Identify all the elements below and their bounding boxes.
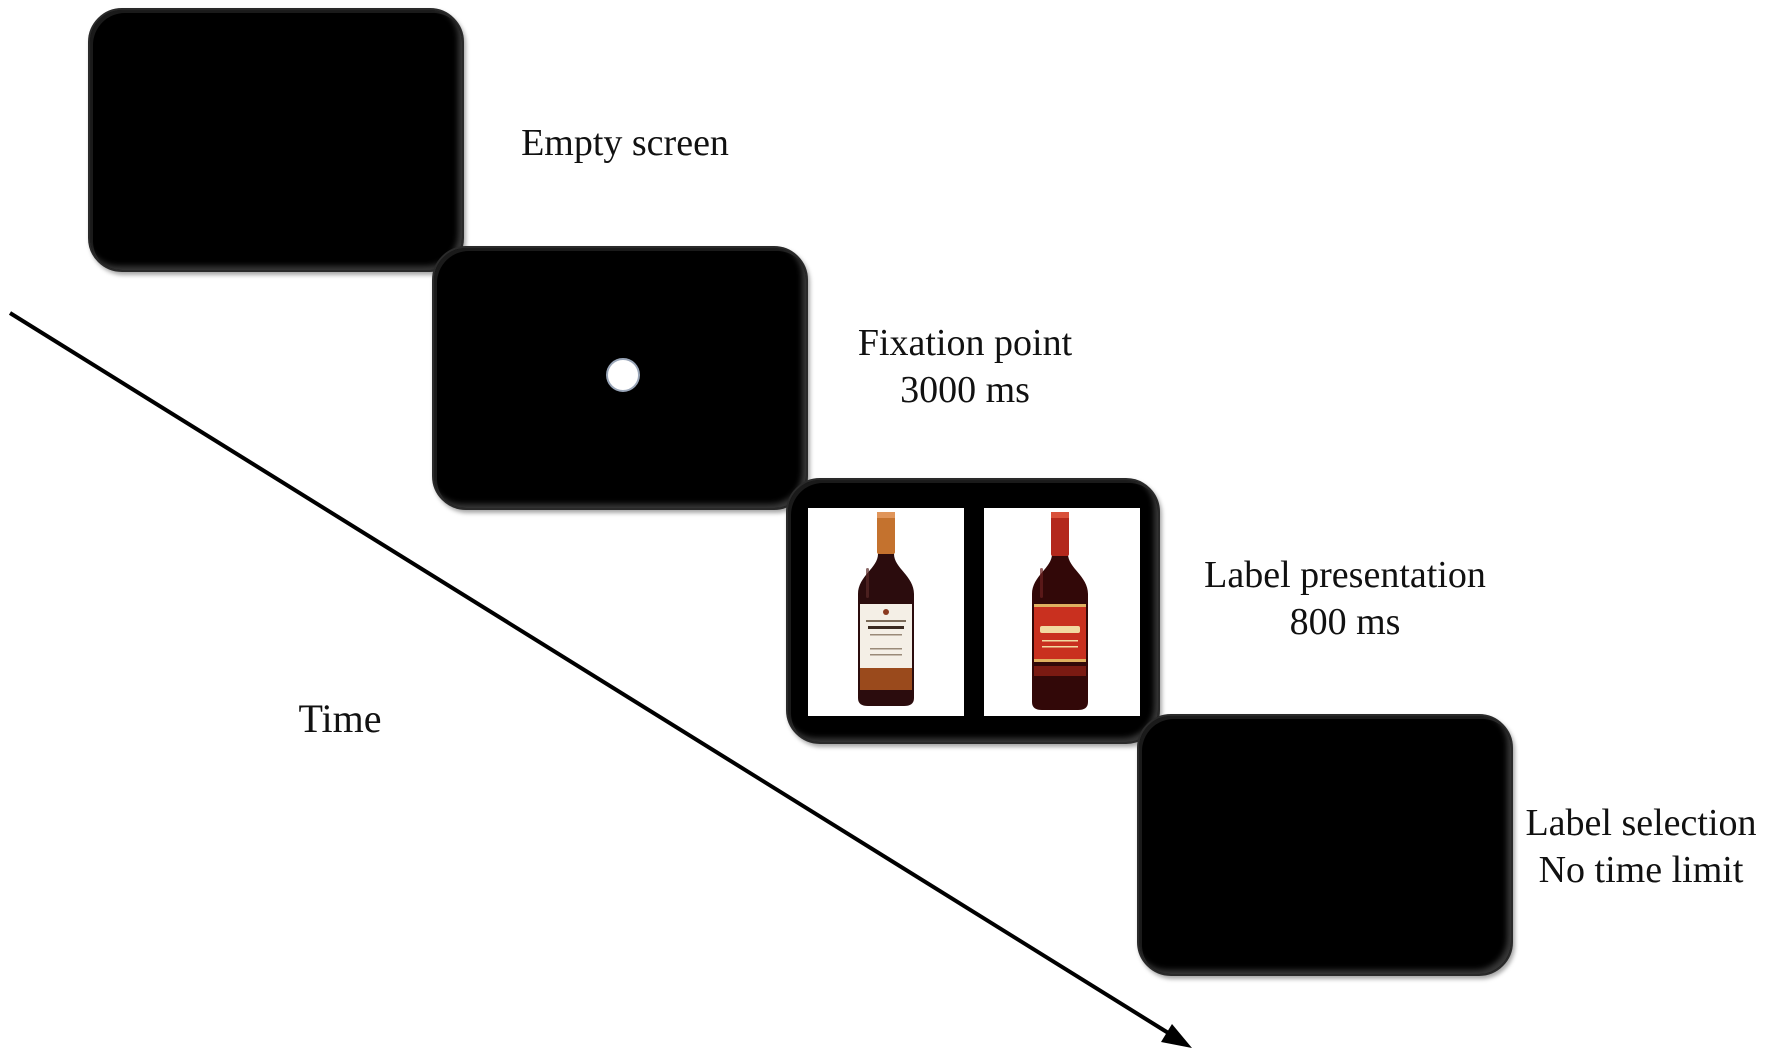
step-caption-label-selection: Label selection No time limit (1512, 800, 1770, 894)
step-title: Label selection (1525, 802, 1757, 844)
fixation-screen (432, 246, 808, 510)
step-title: Fixation point (857, 322, 1073, 364)
step-duration: 3000 ms (900, 369, 1030, 411)
step-title: Label presentation (1204, 554, 1486, 596)
step-duration: 800 ms (1289, 601, 1401, 643)
wine-bottle-left-icon (858, 512, 914, 706)
time-arrow-head (1161, 1024, 1192, 1048)
step-duration: No time limit (1538, 849, 1744, 891)
fixation-point-icon (606, 358, 640, 392)
wine-bottle-right-icon (1032, 512, 1088, 710)
step-caption-empty-screen: Empty screen (470, 120, 780, 167)
label-selection-screen (1137, 714, 1513, 976)
step-caption-fixation-point: Fixation point 3000 ms (810, 320, 1120, 414)
step-title: Empty screen (521, 122, 729, 164)
step-caption-label-presentation: Label presentation 800 ms (1180, 552, 1510, 646)
label-presentation-screen (786, 478, 1160, 744)
empty-screen (88, 8, 464, 272)
left-stimulus-panel (808, 508, 964, 716)
time-axis-label: Time (298, 696, 382, 741)
right-stimulus-panel (984, 508, 1140, 716)
